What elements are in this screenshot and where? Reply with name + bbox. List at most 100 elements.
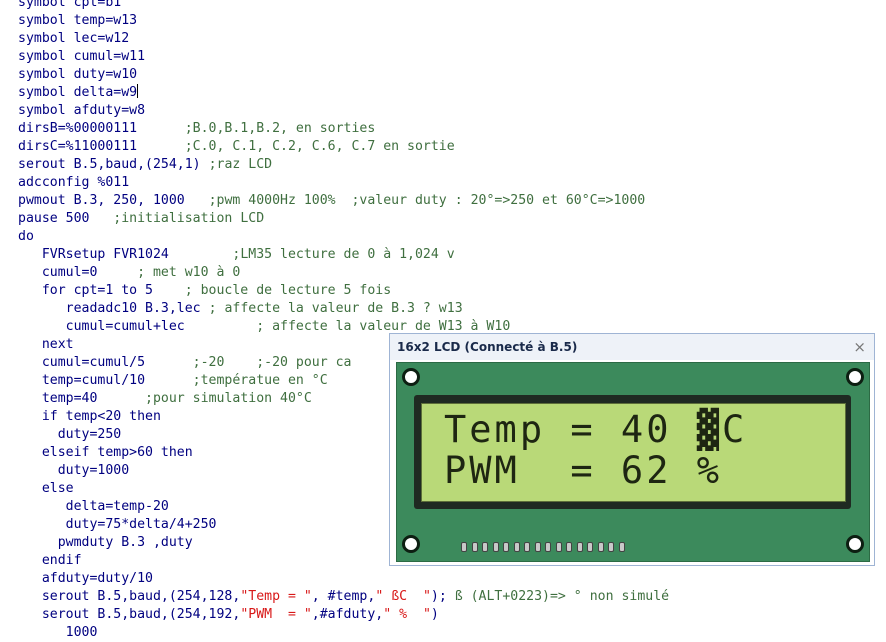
code-line[interactable]: next bbox=[18, 336, 74, 354]
mounting-hole-bottom-left bbox=[402, 535, 420, 553]
lcd-line-2: PWM = 62 % bbox=[444, 449, 723, 492]
code-line[interactable]: adcconfig %011 bbox=[18, 174, 129, 192]
code-line[interactable]: afduty=duty/10 bbox=[18, 570, 153, 588]
close-icon[interactable]: × bbox=[853, 338, 866, 356]
lcd-screen: Temp = 40 ▓C PWM = 62 % bbox=[421, 403, 846, 502]
code-token: cumul=0 bbox=[18, 265, 138, 280]
lcd-pin bbox=[471, 542, 478, 552]
code-line[interactable]: symbol delta=w9 bbox=[18, 84, 139, 102]
code-token: pwmout B.3, 250, 1000 bbox=[18, 193, 209, 208]
code-token: dirsB=%00000111 bbox=[18, 121, 185, 136]
code-line[interactable]: FVRsetup FVR1024 ;LM35 lecture de 0 à 1,… bbox=[18, 246, 455, 264]
code-token: delta=temp-20 bbox=[18, 499, 169, 514]
code-token: ; met w10 à 0 bbox=[137, 265, 241, 280]
lcd-pin bbox=[608, 542, 614, 552]
mounting-hole-top-left bbox=[402, 368, 420, 386]
lcd-titlebar[interactable]: 16x2 LCD (Connecté à B.5) × bbox=[390, 334, 874, 360]
lcd-pin bbox=[566, 542, 572, 552]
code-token: ;raz LCD bbox=[208, 157, 273, 172]
code-line[interactable]: serout B.5,baud,(254,192,"PWM = ",#afdut… bbox=[18, 606, 439, 624]
code-token: if temp<20 then bbox=[18, 409, 161, 424]
code-token: symbol afduty=w8 bbox=[18, 103, 146, 118]
code-line[interactable]: duty=75*delta/4+250 bbox=[18, 516, 217, 534]
code-line[interactable]: serout B.5,baud,(254,128,"Temp = ", #tem… bbox=[18, 588, 669, 606]
code-token: ß (ALT+0223)=> ° non simulé bbox=[454, 589, 670, 604]
code-line[interactable]: dirsC=%11000111 ;C.0, C.1, C.2, C.6, C.7… bbox=[18, 138, 455, 156]
code-line[interactable]: symbol duty=w10 bbox=[18, 66, 137, 84]
code-token: serout B.5,baud,(254,192, bbox=[18, 607, 241, 622]
code-token: elseif temp>60 then bbox=[18, 445, 193, 460]
code-line[interactable]: symbol afduty=w8 bbox=[18, 102, 145, 120]
code-token: cumul=cumul+lec bbox=[18, 319, 257, 334]
code-line[interactable]: temp=40 ;pour simulation 40°C bbox=[18, 390, 312, 408]
lcd-pin bbox=[555, 542, 562, 552]
lcd-window-title: 16x2 LCD (Connecté à B.5) bbox=[397, 340, 578, 354]
lcd-board: Temp = 40 ▓C PWM = 62 % bbox=[396, 362, 870, 562]
mounting-hole-top-right bbox=[846, 368, 864, 386]
lcd-pin bbox=[461, 542, 467, 552]
code-token: serout B.5,baud,(254,128, bbox=[18, 589, 241, 604]
code-line[interactable]: if temp<20 then bbox=[18, 408, 161, 426]
code-line[interactable]: serout B.5,baud,(254,1) ;raz LCD bbox=[18, 156, 272, 174]
code-token: ) bbox=[430, 607, 439, 622]
code-line[interactable]: do bbox=[18, 228, 34, 246]
code-line[interactable]: cumul=0 ; met w10 à 0 bbox=[18, 264, 241, 282]
lcd-pin bbox=[545, 542, 551, 552]
code-token: symbol temp=w13 bbox=[18, 13, 138, 28]
code-line[interactable]: delta=temp-20 bbox=[18, 498, 169, 516]
code-token: ;pour simulation 40°C bbox=[145, 391, 312, 406]
code-line[interactable]: dirsB=%00000111 ;B.0,B.1,B.2, en sorties bbox=[18, 120, 375, 138]
code-token: cumul=cumul/5 bbox=[18, 355, 193, 370]
code-token: symbol delta=w9 bbox=[18, 85, 138, 100]
code-line[interactable]: symbol cpt=b1 bbox=[18, 0, 121, 12]
code-line[interactable]: cumul=cumul+lec ; affecte la valeur de W… bbox=[18, 318, 511, 336]
code-token: 1000 bbox=[18, 625, 98, 640]
code-line[interactable]: duty=1000 bbox=[18, 462, 129, 480]
code-token: " ßC " bbox=[375, 589, 431, 604]
lcd-pin bbox=[513, 542, 520, 552]
mounting-hole-bottom-right bbox=[846, 535, 864, 553]
code-line[interactable]: pwmduty B.3 ,duty bbox=[18, 534, 193, 552]
code-token: adcconfig %011 bbox=[18, 175, 130, 190]
code-line[interactable]: symbol cumul=w11 bbox=[18, 48, 145, 66]
code-line[interactable]: pwmout B.3, 250, 1000 ;pwm 4000Hz 100% ;… bbox=[18, 192, 645, 210]
code-token: ;pwm 4000Hz 100% ;valeur duty : 20°=>250… bbox=[208, 193, 646, 208]
code-token: duty=250 bbox=[18, 427, 122, 442]
code-token: "PWM = " bbox=[240, 607, 312, 622]
code-token: for cpt=1 to 5 bbox=[18, 283, 185, 298]
code-line[interactable]: pause 500 ;initialisation LCD bbox=[18, 210, 264, 228]
lcd-line-1: Temp = 40 ▓C bbox=[444, 408, 748, 451]
code-line[interactable]: cumul=cumul/5 ;-20 ;-20 pour ca bbox=[18, 354, 352, 372]
lcd-pin bbox=[576, 542, 583, 552]
code-token: symbol duty=w10 bbox=[18, 67, 138, 82]
code-token: ; affecte la valeur de W13 à W10 bbox=[256, 319, 511, 334]
code-token: symbol cpt=b1 bbox=[18, 0, 122, 10]
lcd-pin bbox=[534, 542, 541, 552]
code-line[interactable]: else bbox=[18, 480, 74, 498]
code-token: ; affecte la valeur de B.3 ? w13 bbox=[208, 301, 463, 316]
code-line[interactable]: symbol lec=w12 bbox=[18, 30, 129, 48]
code-token: dirsC=%11000111 bbox=[18, 139, 185, 154]
code-line[interactable]: endif bbox=[18, 552, 82, 570]
code-token: "Temp = " bbox=[240, 589, 312, 604]
code-token: else bbox=[18, 481, 74, 496]
code-token: ;initialisation LCD bbox=[113, 211, 265, 226]
code-line[interactable]: symbol temp=w13 bbox=[18, 12, 137, 30]
lcd-bezel: Temp = 40 ▓C PWM = 62 % bbox=[414, 395, 851, 509]
code-token: pause 500 bbox=[18, 211, 114, 226]
code-token: temp=40 bbox=[18, 391, 146, 406]
code-token: ;températue en °C bbox=[192, 373, 328, 388]
lcd-pin bbox=[597, 542, 604, 552]
lcd-pin bbox=[482, 542, 488, 552]
code-line[interactable]: 1000 bbox=[18, 624, 98, 642]
code-line[interactable]: temp=cumul/10 ;températue en °C bbox=[18, 372, 328, 390]
code-token: duty=75*delta/4+250 bbox=[18, 517, 217, 532]
code-line[interactable]: duty=250 bbox=[18, 426, 122, 444]
code-line[interactable]: readadc10 B.3,lec ; affecte la valeur de… bbox=[18, 300, 463, 318]
code-token: , #temp, bbox=[311, 589, 376, 604]
code-line[interactable]: for cpt=1 to 5 ; boucle de lecture 5 foi… bbox=[18, 282, 391, 300]
lcd-simulator-window[interactable]: 16x2 LCD (Connecté à B.5) × Temp = 40 ▓C… bbox=[389, 333, 875, 566]
code-line[interactable]: elseif temp>60 then bbox=[18, 444, 193, 462]
lcd-pin bbox=[492, 542, 499, 552]
